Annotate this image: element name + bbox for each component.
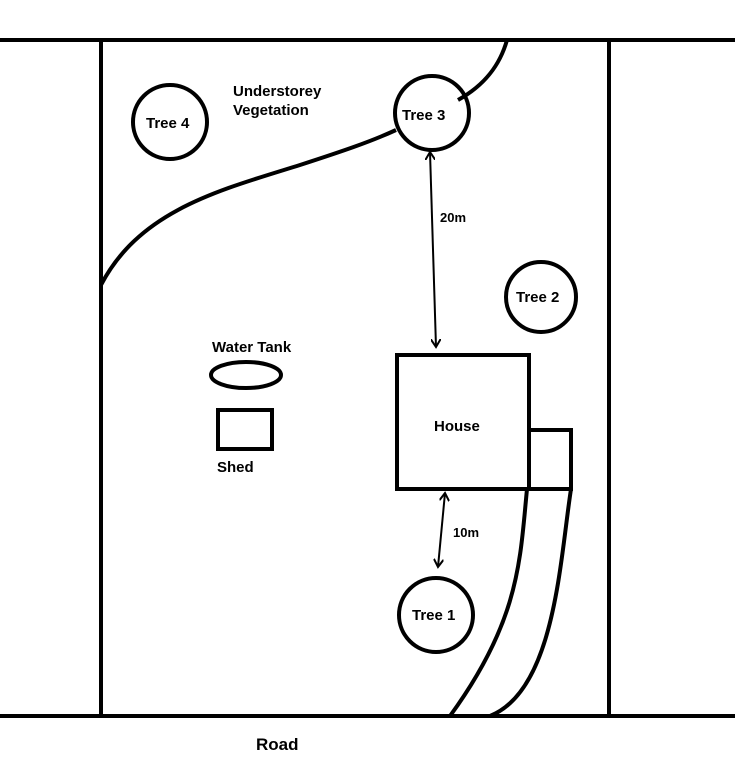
road-label: Road [256,735,299,754]
water-tank-label: Water Tank [212,339,292,356]
house-label: House [434,418,480,435]
driveway-right [489,488,573,718]
shed [216,408,274,451]
tree-1-label: Tree 1 [412,607,455,624]
vegetation-boundary-upper [457,39,509,102]
vegetation-boundary [99,128,397,286]
vegetation-label: Vegetation [233,102,309,119]
tree-1 [397,576,475,654]
tree-2-label: Tree 2 [516,289,559,306]
garage [527,428,573,491]
water-tank [209,360,283,390]
distance-arrow-20m [430,152,436,347]
tree-2 [504,260,578,334]
tree-3-label: Tree 3 [402,107,445,124]
driveway-left [448,488,529,718]
understorey-label: Understorey [233,83,322,100]
tree-3 [393,74,471,152]
house [395,353,531,491]
distance-arrow-10m [438,493,445,567]
tree-4-label: Tree 4 [146,115,190,132]
distance-10m-label: 10m [453,525,479,540]
tree-4 [131,83,209,161]
shed-label: Shed [217,459,254,476]
distance-20m-label: 20m [440,210,466,225]
